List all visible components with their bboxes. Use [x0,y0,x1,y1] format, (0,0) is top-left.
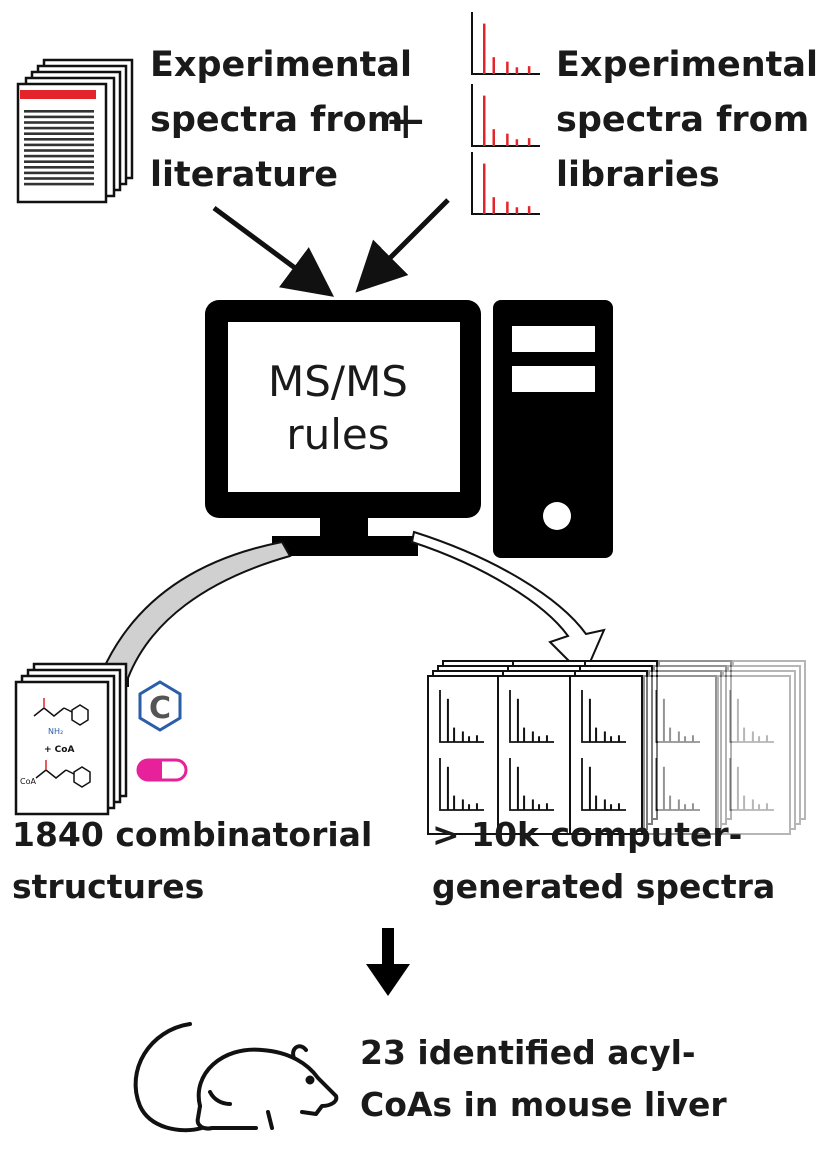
arrow-down-icon [366,928,410,996]
document-line [24,177,94,180]
libraries-line-2: spectra from [556,100,810,140]
literature-label: Experimental spectra from literature [150,48,412,213]
document-line [24,166,94,169]
literature-line-2: spectra from [150,100,404,140]
spectrum-axes [471,12,540,75]
screen-label: MS/MS rules [232,356,444,461]
arrow-to-structures [101,540,292,687]
mouse-icon [133,1022,339,1133]
screen-line-2: rules [286,409,390,459]
document-line [24,149,94,152]
document-line [24,138,94,141]
structure-tag: + CoA [44,745,74,755]
literature-line-1: Experimental [150,45,413,85]
document-line [24,115,94,119]
spectra-grid-icon [427,660,806,835]
libraries-label: Experimental spectra from libraries [556,48,818,213]
spectrum-icon [471,12,540,215]
plus-sign: + [384,91,428,151]
literature-line-3: literature [150,155,338,195]
spectra-panel [643,660,732,835]
spectra-label: > 10k computer- generated spectra [432,818,775,922]
spectra-line-1: > 10k computer- [432,815,743,854]
structures-line-2: structures [12,867,205,906]
arrow-literature [212,205,335,297]
document-line [24,121,94,124]
monitor-icon [205,300,481,556]
arrow-to-spectra [410,530,606,678]
result-line-2: CoAs in mouse liver [360,1085,727,1124]
spectra-panel [717,660,806,835]
screen-line-1: MS/MS [268,357,408,406]
document-line [24,143,94,147]
structure-group-bottom: CoA [20,777,36,786]
document-line [24,182,94,186]
result-line-1: 23 identified acyl- [360,1033,696,1072]
hexagon-letter: C [149,691,171,726]
document-line [24,126,94,130]
spectrum-axes [471,84,540,147]
structure-stack-icon: NH₂ + CoA CoA [14,662,128,816]
document-stack-icon [16,58,134,204]
document-line [24,154,94,158]
arrow-libraries [355,198,450,293]
spectrum-axes [471,152,540,215]
document-line [24,132,94,135]
spectra-line-2: generated spectra [432,867,776,906]
computer-tower-icon [493,300,613,558]
document-line [24,110,94,113]
result-label: 23 identified acyl- CoAs in mouse liver [360,1036,727,1140]
document-line [24,160,94,163]
document-line [24,171,94,175]
structure-group-top: NH₂ [48,727,63,736]
libraries-line-1: Experimental [556,45,819,85]
spectra-panel [569,660,658,835]
structures-line-1: 1840 combinatorial [12,815,373,854]
libraries-line-3: libraries [556,155,720,195]
capsule-icon [136,758,188,782]
structures-label: 1840 combinatorial structures [12,818,372,922]
hexagon-c-icon: C [138,680,182,732]
